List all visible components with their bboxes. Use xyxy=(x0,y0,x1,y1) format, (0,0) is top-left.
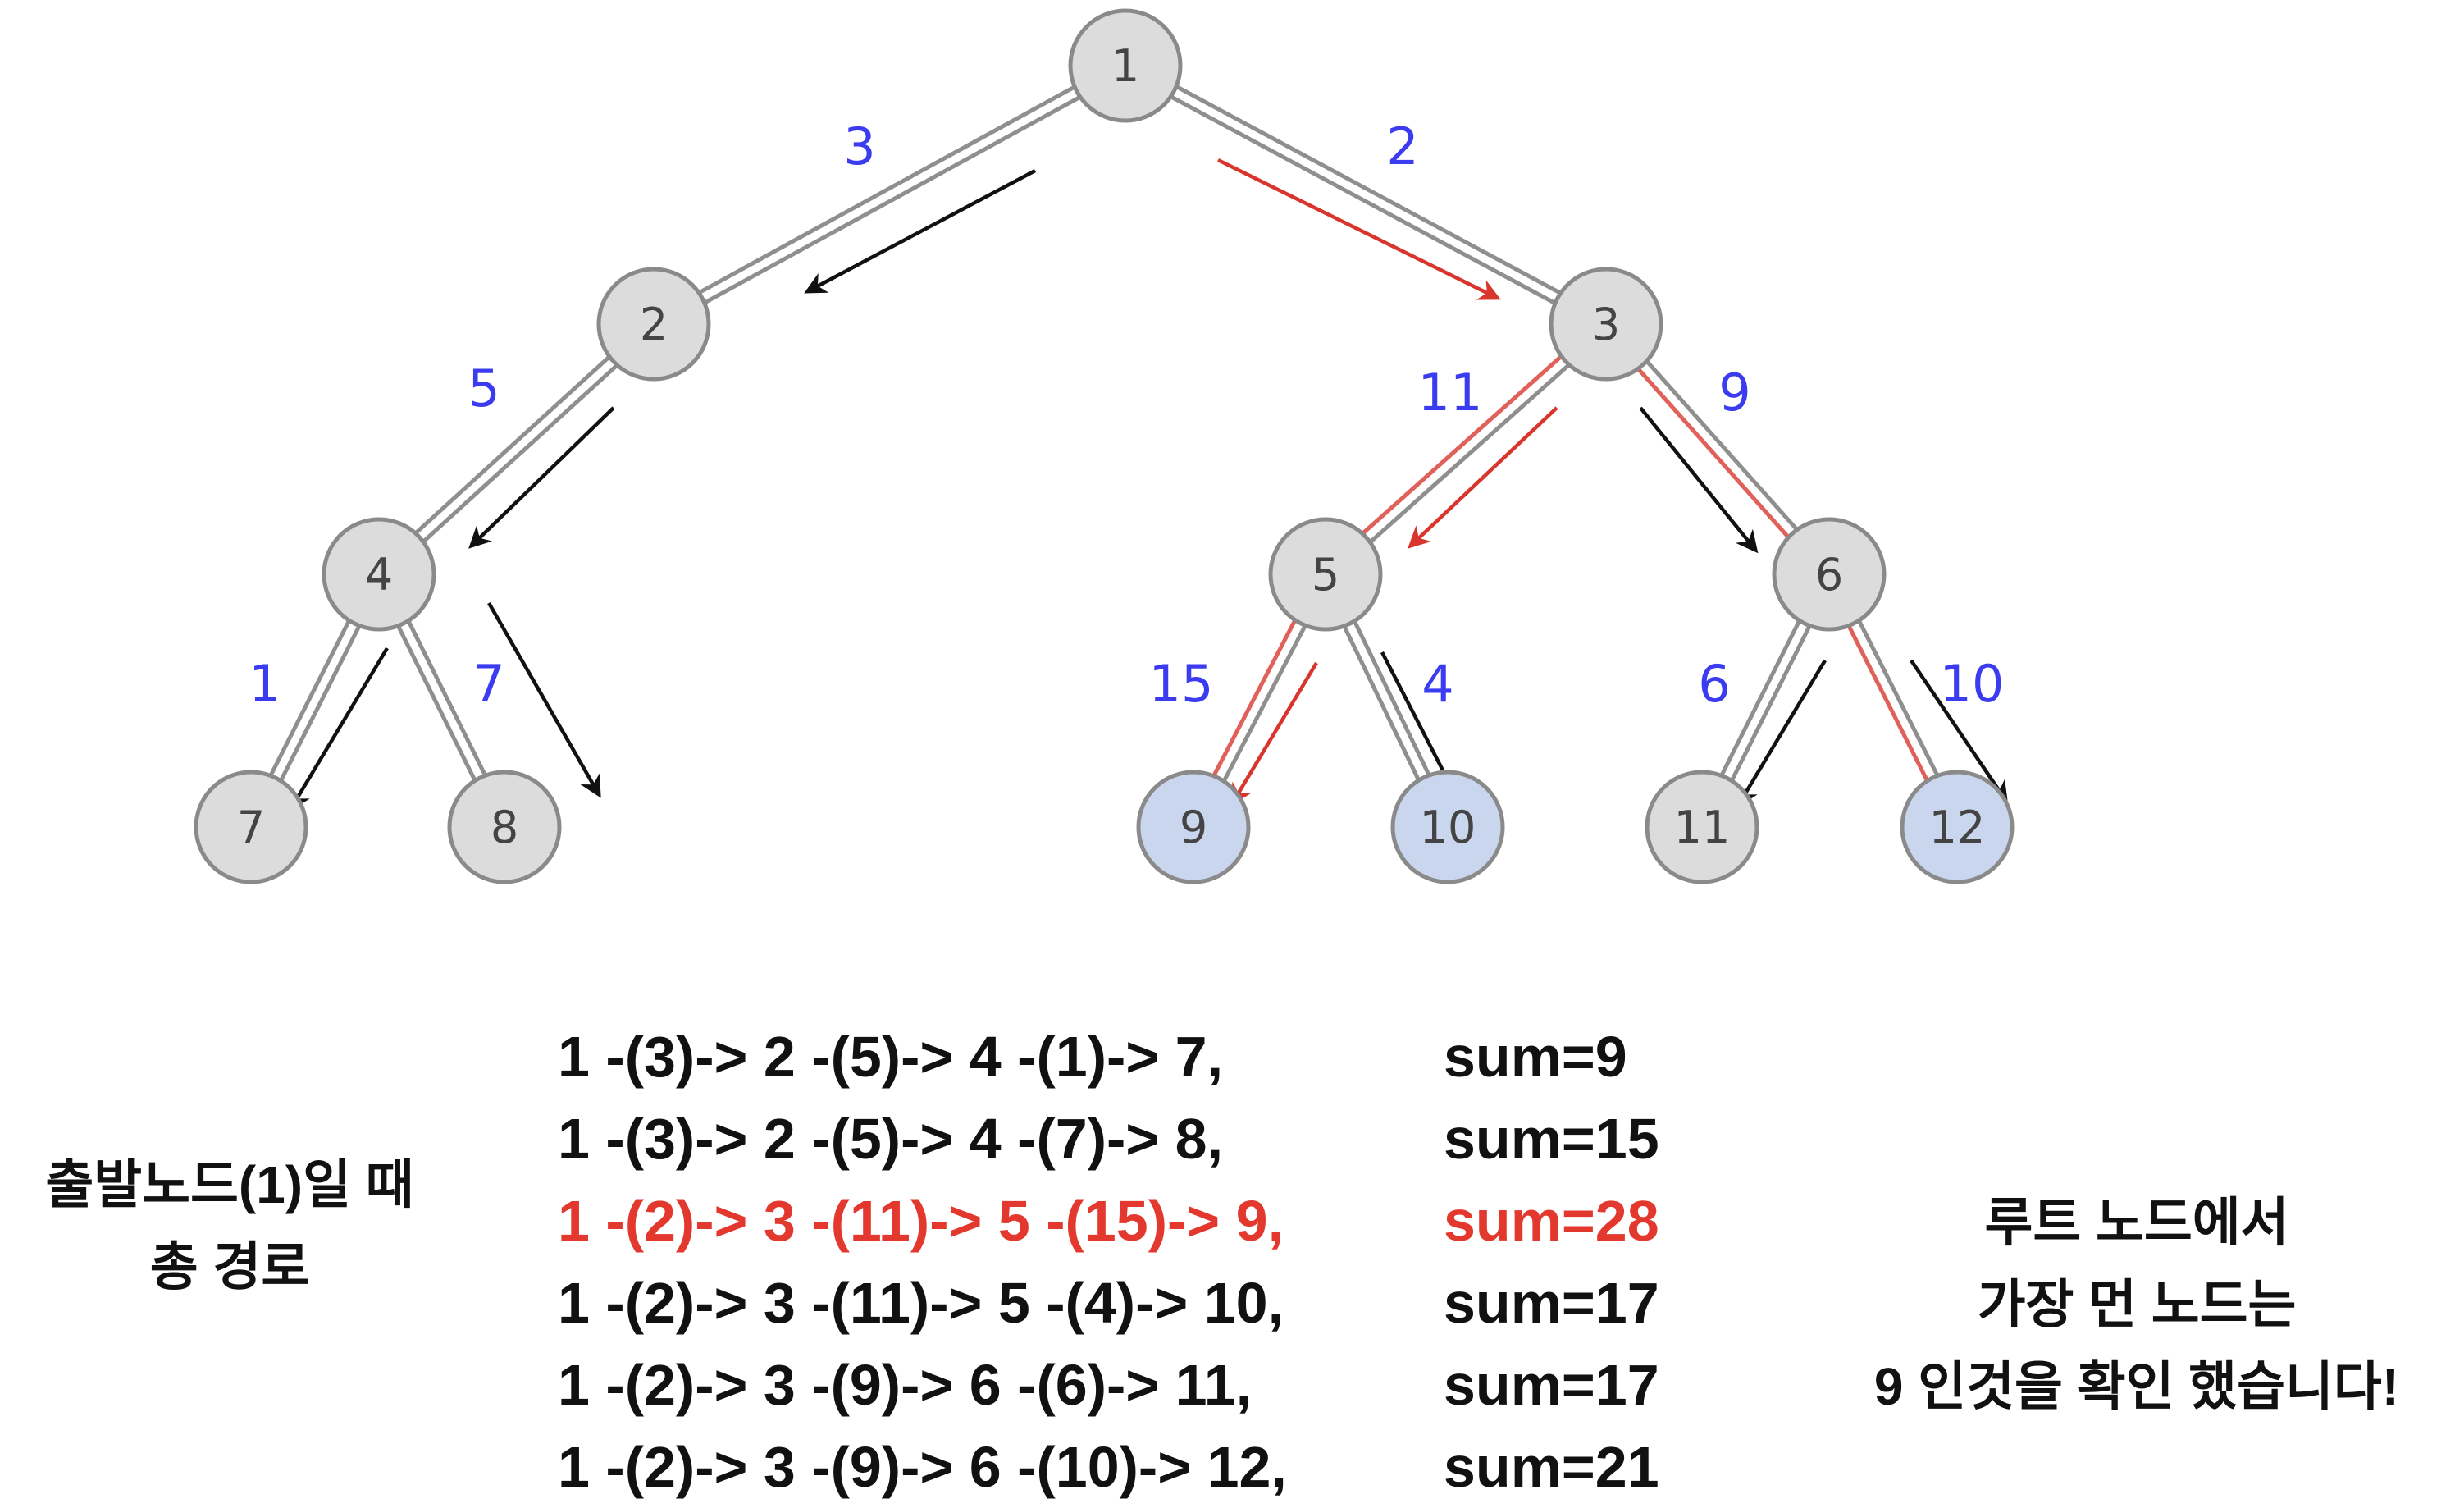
node-8: 8 xyxy=(447,770,562,884)
right-caption: 루트 노드에서 가장 먼 노드는 9 인것을 확인 했습니다! xyxy=(1813,1181,2461,1428)
traversal-arrows xyxy=(289,158,2009,812)
node-circle-10 xyxy=(1390,770,1505,884)
node-label-3: 3 xyxy=(1592,299,1620,350)
traversal-arrow-1 xyxy=(804,169,1037,294)
node-circle-5 xyxy=(1268,517,1383,632)
node-circle-9 xyxy=(1136,770,1251,884)
path-sum: sum=9 xyxy=(1444,1025,1627,1089)
node-circle-11 xyxy=(1645,770,1759,884)
path-route: 1 -(3)-> 2 -(5)-> 4 -(1)-> 7, xyxy=(558,1025,1224,1089)
node-label-12: 12 xyxy=(1929,802,1986,853)
node-6: 6 xyxy=(1772,517,1887,632)
weight-label-1-3: 2 xyxy=(1386,117,1418,176)
traversal-arrow-10 xyxy=(1736,659,1827,808)
path-sum: sum=21 xyxy=(1444,1435,1659,1499)
edge-1-2-shadow xyxy=(655,68,1129,331)
traversal-arrow-5 xyxy=(1639,406,1759,554)
node-label-1: 1 xyxy=(1111,40,1139,92)
node-circle-8 xyxy=(447,770,562,884)
weight-label-5-10: 4 xyxy=(1421,654,1453,714)
node-circle-7 xyxy=(194,770,308,884)
weight-label-3-6: 9 xyxy=(1718,363,1750,423)
left-caption-line-1: 출발노드(1)일 때 xyxy=(45,1155,414,1214)
traversal-arrow-3 xyxy=(468,406,615,549)
node-12: 12 xyxy=(1900,770,2015,884)
node-circle-3 xyxy=(1549,267,1663,382)
path-route: 1 -(3)-> 2 -(5)-> 4 -(7)-> 8, xyxy=(558,1107,1224,1171)
node-11: 11 xyxy=(1645,770,1759,884)
weight-label-4-7: 1 xyxy=(249,654,281,714)
traversal-arrow-7 xyxy=(487,601,601,798)
node-circle-4 xyxy=(322,517,436,632)
node-label-8: 8 xyxy=(491,802,518,853)
edge-3-5-shadow xyxy=(1327,327,1612,581)
left-caption-line-2: 총 경로 xyxy=(149,1237,310,1296)
edge-2-4-shadow xyxy=(381,327,659,581)
right-caption-line-3: 9 인것을 확인 했습니다! xyxy=(1873,1357,2400,1416)
node-label-5: 5 xyxy=(1312,549,1339,601)
node-3: 3 xyxy=(1549,267,1663,382)
weight-label-2-4: 5 xyxy=(468,359,500,418)
node-label-9: 9 xyxy=(1180,802,1207,853)
node-4: 4 xyxy=(322,517,436,632)
path-route: 1 -(2)-> 3 -(11)-> 5 -(15)-> 9, xyxy=(558,1189,1284,1253)
right-caption-line-1: 루트 노드에서 xyxy=(1984,1193,2289,1252)
path-route: 1 -(2)-> 3 -(9)-> 6 -(6)-> 11, xyxy=(558,1353,1253,1417)
node-label-6: 6 xyxy=(1815,549,1843,601)
weight-label-6-12: 10 xyxy=(1940,654,2005,714)
path-sum: sum=17 xyxy=(1444,1271,1659,1335)
path-sum: sum=17 xyxy=(1444,1353,1659,1417)
edges-layer xyxy=(244,58,1964,831)
edge-1-3 xyxy=(1121,68,1604,331)
weight-label-1-2: 3 xyxy=(843,117,875,176)
edge-1-3-shadow xyxy=(1127,58,1610,322)
traversal-arrow-4 xyxy=(1408,406,1558,549)
node-circle-2 xyxy=(596,267,711,382)
node-10: 10 xyxy=(1390,770,1505,884)
traversal-arrow-6 xyxy=(289,647,389,812)
weight-label-3-5: 11 xyxy=(1418,363,1483,423)
path-route: 1 -(2)-> 3 -(9)-> 6 -(10)-> 12, xyxy=(558,1435,1287,1499)
node-9: 9 xyxy=(1136,770,1251,884)
node-1: 1 xyxy=(1068,8,1183,123)
edge-1-2 xyxy=(650,58,1124,322)
node-label-2: 2 xyxy=(640,299,668,350)
node-5: 5 xyxy=(1268,517,1383,632)
right-caption-line-2: 가장 먼 노드는 xyxy=(1977,1275,2297,1334)
traversal-arrow-8 xyxy=(1230,661,1318,807)
node-label-11: 11 xyxy=(1674,802,1731,853)
weight-label-4-8: 7 xyxy=(472,654,504,714)
traversal-arrow-2 xyxy=(1217,158,1501,300)
weight-label-5-9: 15 xyxy=(1149,654,1214,714)
node-circle-6 xyxy=(1772,517,1887,632)
left-caption: 출발노드(1)일 때 총 경로 xyxy=(0,1144,459,1308)
node-label-7: 7 xyxy=(237,802,265,853)
edge-2-4 xyxy=(373,318,651,572)
traversal-arrow-11 xyxy=(1910,659,2009,804)
path-route: 1 -(2)-> 3 -(11)-> 5 -(4)-> 10, xyxy=(558,1271,1284,1335)
node-circle-1 xyxy=(1068,8,1183,123)
edge-3-5 xyxy=(1320,318,1604,572)
node-label-10: 10 xyxy=(1420,802,1476,853)
node-label-4: 4 xyxy=(365,549,393,601)
path-sum: sum=15 xyxy=(1444,1107,1659,1171)
edge-weights: 3 2 5 11 9 1 7 15 4 6 10 xyxy=(249,117,2004,714)
node-7: 7 xyxy=(194,770,308,884)
node-circle-12 xyxy=(1900,770,2015,884)
node-2: 2 xyxy=(596,267,711,382)
path-sum: sum=28 xyxy=(1444,1189,1659,1253)
weight-label-6-11: 6 xyxy=(1698,654,1730,714)
